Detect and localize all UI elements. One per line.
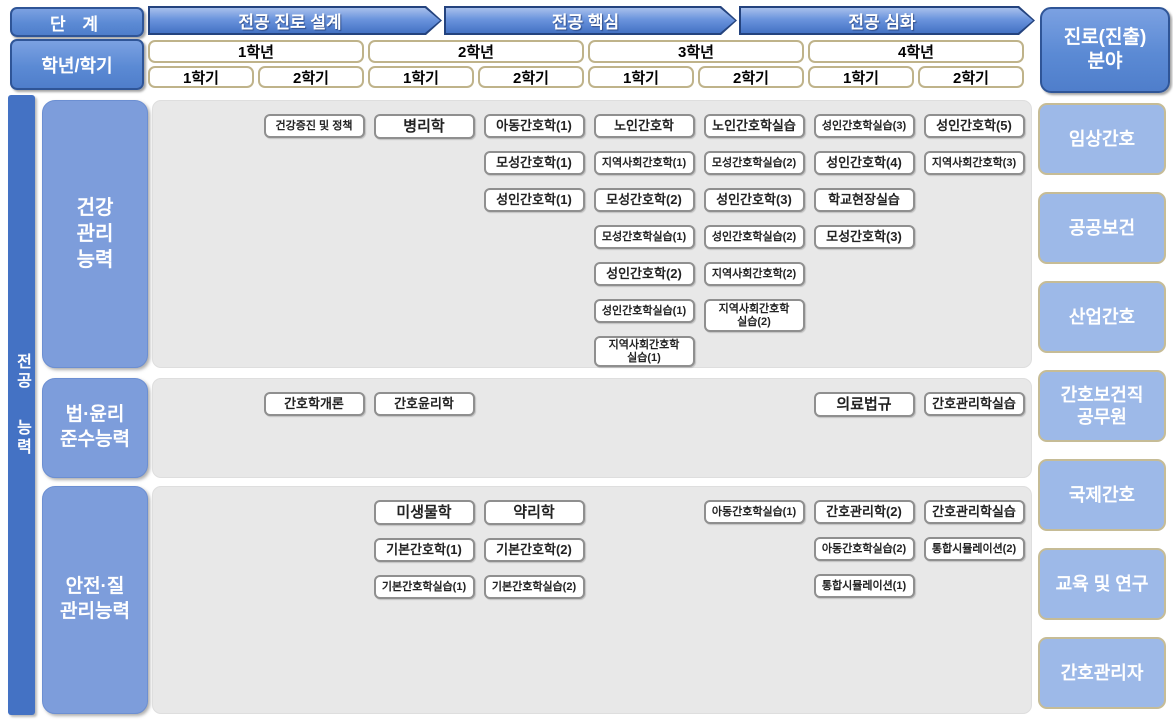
year-header: 1학년 [148, 40, 364, 63]
course-box: 간호관리학실습 [923, 392, 1025, 416]
course-box: 노인간호학 [593, 114, 695, 138]
year-semester-label: 학년/학기 [10, 39, 144, 90]
course-box: 지역사회간호학(1) [593, 151, 695, 175]
stage-arrow-label: 전공 심화 [741, 8, 1033, 33]
semester-course-column: 의료법규 [809, 379, 919, 477]
major-competency-axis: 전공 능력 [8, 95, 35, 715]
semester-course-column: 건강증진 및 정책 [259, 101, 369, 367]
course-box: 간호관리학(2) [813, 500, 915, 524]
course-box: 성인간호학(5) [923, 114, 1025, 138]
career-box: 공공보건 [1038, 192, 1166, 264]
course-box: 통합시뮬레이션(2) [923, 537, 1025, 561]
course-box: 지역사회간호학(2) [703, 262, 805, 286]
semester-course-column: 병리학 [369, 101, 479, 367]
course-box: 지역사회간호학 실습(2) [703, 299, 805, 333]
course-box: 간호관리학실습 [923, 500, 1025, 524]
semester-course-column: 간호관리학(2) 아동간호학실습(2) 통합시뮬레이션(1) [809, 487, 919, 713]
year-header: 2학년 [368, 40, 584, 63]
course-box: 성인간호학(3) [703, 188, 805, 212]
semester-header: 1학기 [368, 66, 474, 88]
semester-header: 1학기 [588, 66, 694, 88]
course-box: 노인간호학실습 [703, 114, 805, 138]
course-box: 성인간호학(1) [483, 188, 585, 212]
course-box: 성인간호학실습(1) [593, 299, 695, 323]
course-box: 아동간호학실습(2) [813, 537, 915, 561]
semester-header: 2학기 [698, 66, 804, 88]
course-box: 성인간호학실습(2) [703, 225, 805, 249]
course-box: 의료법규 [813, 392, 915, 418]
course-box: 아동간호학(1) [483, 114, 585, 138]
course-box: 모성간호학(1) [483, 151, 585, 175]
semester-course-column: 성인간호학(5) 지역사회간호학(3) [919, 101, 1029, 367]
course-box: 학교현장실습 [813, 188, 915, 212]
semester-course-column: 간호관리학실습 [919, 379, 1029, 477]
year-header: 4학년 [808, 40, 1024, 63]
semester-course-column: 간호윤리학 [369, 379, 479, 477]
course-box: 성인간호학(2) [593, 262, 695, 286]
course-box: 병리학 [373, 114, 475, 140]
course-box: 간호윤리학 [373, 392, 475, 416]
course-box: 기본간호학(2) [483, 538, 585, 563]
course-box: 미생물학 [373, 500, 475, 526]
course-box: 통합시뮬레이션(1) [813, 574, 915, 598]
career-fields-header: 진로(진출) 분야 [1040, 7, 1170, 93]
semester-header: 1학기 [148, 66, 254, 88]
stage-arrow-major-core: 전공 핵심 [444, 6, 737, 35]
career-box: 산업간호 [1038, 281, 1166, 353]
course-box: 모성간호학(3) [813, 225, 915, 249]
stage-arrow-label: 전공 진로 설계 [150, 8, 440, 33]
stage-arrow-major-advanced: 전공 심화 [739, 6, 1035, 35]
semester-header: 2학기 [918, 66, 1024, 88]
course-box: 모성간호학(2) [593, 188, 695, 212]
course-box: 기본간호학(1) [373, 538, 475, 563]
semester-header: 2학기 [478, 66, 584, 88]
competency-box-law-ethics: 법·윤리 준수능력 [42, 378, 148, 478]
semester-header: 2학기 [258, 66, 364, 88]
stage-arrow-career-design: 전공 진로 설계 [148, 6, 442, 35]
course-box: 성인간호학실습(3) [813, 114, 915, 138]
axis-word-competency: 능력 [13, 419, 31, 457]
course-box: 기본간호학실습(2) [483, 575, 585, 600]
semester-course-column: 아동간호학실습(1) [699, 487, 809, 713]
course-box: 성인간호학(4) [813, 151, 915, 175]
course-box: 기본간호학실습(1) [373, 575, 475, 600]
career-box: 간호보건직 공무원 [1038, 370, 1166, 442]
career-box: 국제간호 [1038, 459, 1166, 531]
career-box: 임상간호 [1038, 103, 1166, 175]
competency-box-safety-quality: 안전·질 관리능력 [42, 486, 148, 714]
career-box: 간호관리자 [1038, 637, 1166, 709]
course-box: 약리학 [483, 500, 585, 526]
course-box: 간호학개론 [263, 392, 365, 416]
stage-label: 단 계 [10, 7, 144, 37]
semester-header: 1학기 [808, 66, 914, 88]
course-box: 지역사회간호학(3) [923, 151, 1025, 175]
axis-word-major: 전공 [13, 353, 31, 391]
courses-panel: 간호학개론 간호윤리학 의료법규 간호관리학실습 [152, 378, 1032, 478]
year-header: 3학년 [588, 40, 804, 63]
course-box: 아동간호학실습(1) [703, 500, 805, 524]
course-box: 건강증진 및 정책 [263, 114, 365, 138]
semester-course-column: 간호학개론 [259, 379, 369, 477]
stage-arrow-label: 전공 핵심 [446, 8, 735, 33]
competency-box-health-management: 건강 관리 능력 [42, 100, 148, 368]
course-box: 모성간호학실습(2) [703, 151, 805, 175]
career-box: 교육 및 연구 [1038, 548, 1166, 620]
course-box: 모성간호학실습(1) [593, 225, 695, 249]
course-box: 지역사회간호학 실습(1) [593, 336, 695, 367]
semester-course-column: 아동간호학(1) 모성간호학(1) 성인간호학(1) [479, 101, 589, 367]
